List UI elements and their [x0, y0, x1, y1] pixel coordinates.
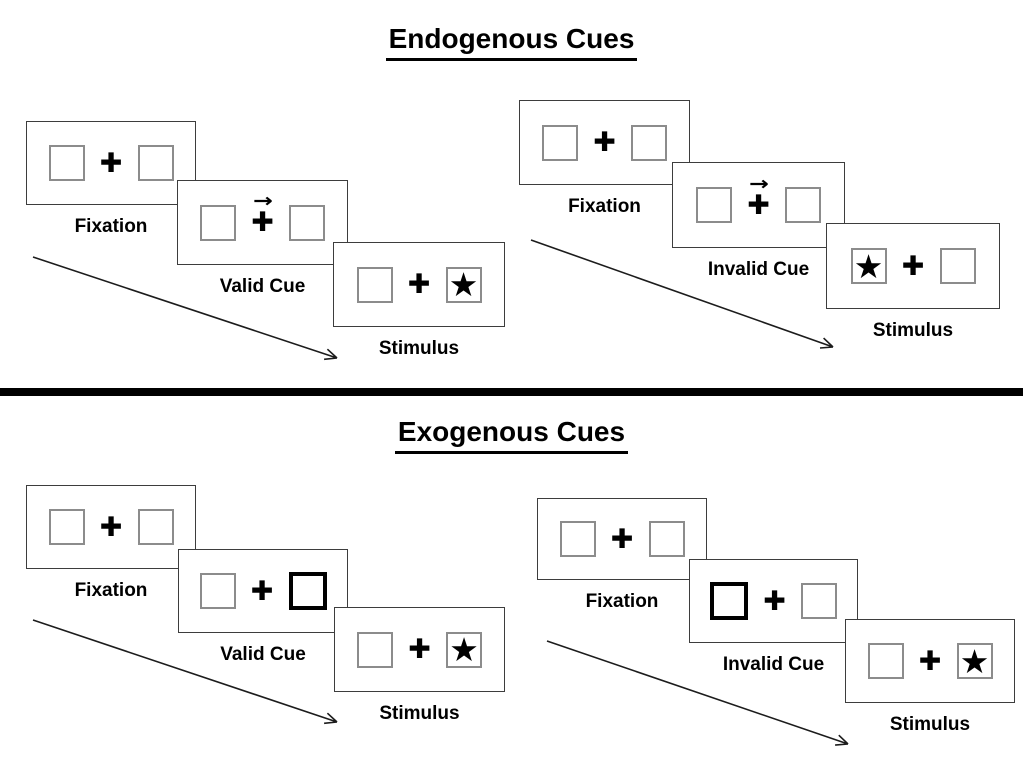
section-title-text: Exogenous Cues — [394, 416, 629, 454]
right-box star-icon: ★ — [445, 266, 482, 303]
panel-label: Invalid Cue — [722, 654, 825, 675]
panel-label: Valid Cue — [220, 644, 306, 665]
screen: → ✚ — [672, 162, 845, 248]
panel-label: Stimulus — [872, 320, 954, 341]
panel-label: Stimulus — [379, 703, 460, 724]
screen: ✚ — [689, 559, 858, 643]
panel-label: Fixation — [74, 216, 148, 237]
sequence-arrow-icon — [32, 256, 338, 361]
left-box — [357, 631, 393, 668]
panel-valid-cue: → ✚ Valid Cue — [177, 180, 348, 298]
fixation-cross-icon: ✚ — [251, 207, 274, 238]
screen: ✚ — [537, 498, 707, 580]
sequence-arrow-icon — [530, 239, 834, 349]
screen: ✚ — [178, 549, 348, 633]
right-box star-icon: ★ — [956, 643, 993, 679]
panel-label: Invalid Cue — [707, 259, 810, 280]
screen: ✚ ★ — [845, 619, 1015, 703]
center-symbol: ✚ — [917, 648, 944, 675]
center-symbol: ✚ — [98, 150, 125, 177]
left-box — [199, 573, 236, 609]
right-box — [289, 204, 325, 241]
fixation-cross-icon: ✚ — [250, 575, 274, 607]
right-box — [648, 521, 685, 557]
fixation-cross-icon: ✚ — [763, 585, 786, 617]
screen: → ✚ — [177, 180, 348, 265]
screen: ★ ✚ — [826, 223, 1000, 309]
left-box star-icon: ★ — [850, 248, 887, 284]
panel-label: Fixation — [585, 591, 659, 612]
fixation-cross-icon: ✚ — [99, 511, 123, 543]
section-divider — [0, 388, 1023, 396]
fixation-cross-icon: ✚ — [408, 634, 431, 665]
left-box — [356, 266, 393, 303]
center-symbol: ✚ — [609, 526, 636, 553]
panel-label: Fixation — [74, 580, 148, 601]
right-box star-icon: ★ — [446, 631, 482, 668]
left-box — [542, 124, 578, 161]
sequence-arrow-icon — [546, 640, 849, 746]
panel-valid-cue: ✚ Valid Cue — [178, 549, 348, 666]
fixation-cross-icon: ✚ — [593, 127, 616, 158]
panel-label: Stimulus — [378, 338, 460, 359]
right-box — [801, 583, 837, 619]
center-symbol: → ✚ — [249, 192, 276, 238]
fixation-cross-icon: ✚ — [610, 523, 634, 555]
screen: ✚ — [26, 121, 196, 205]
panel-fixation: ✚ Fixation — [537, 498, 707, 613]
left-box — [559, 521, 596, 557]
right-box — [631, 124, 667, 161]
cue-arrow-right-icon: → — [748, 172, 769, 195]
section-title-text: Endogenous Cues — [385, 23, 638, 61]
panel-label: Fixation — [568, 196, 641, 217]
screen: ✚ — [26, 485, 196, 569]
left-box — [48, 145, 85, 181]
fixation-cross-icon: ✚ — [901, 250, 925, 282]
fixation-cross-icon: ✚ — [747, 189, 770, 221]
panel-stimulus: ✚ ★ Stimulus — [333, 242, 505, 360]
left-box — [696, 187, 732, 223]
center-symbol: ✚ — [406, 271, 433, 298]
center-symbol: ✚ — [249, 578, 276, 605]
right-box highlighted-box — [288, 572, 327, 610]
section-title-endogenous: Endogenous Cues — [0, 23, 1023, 61]
right-box — [137, 145, 174, 181]
panel-stimulus: ✚ ★ Stimulus — [334, 607, 505, 725]
fixation-cross-icon: ✚ — [918, 645, 942, 677]
panel-stimulus: ★ ✚ Stimulus — [826, 223, 1000, 342]
center-symbol: → ✚ — [745, 174, 772, 221]
panel-label: Valid Cue — [219, 276, 306, 297]
center-symbol: ✚ — [900, 253, 927, 280]
panel-fixation: ✚ Fixation — [26, 485, 196, 602]
center-symbol: ✚ — [761, 588, 788, 615]
screen: ✚ ★ — [334, 607, 505, 692]
cue-arrow-right-icon: → — [252, 190, 273, 212]
panel-invalid-cue: → ✚ Invalid Cue — [672, 162, 845, 281]
panel-stimulus: ✚ ★ Stimulus — [845, 619, 1015, 736]
left-box highlighted-box — [710, 582, 748, 620]
center-symbol: ✚ — [98, 514, 125, 541]
right-box — [785, 187, 821, 223]
panel-invalid-cue: ✚ Invalid Cue — [689, 559, 858, 676]
panel-label: Stimulus — [889, 714, 971, 735]
section-title-exogenous: Exogenous Cues — [0, 416, 1023, 454]
fixation-cross-icon: ✚ — [99, 147, 123, 179]
screen: ✚ — [519, 100, 690, 185]
right-box — [137, 509, 174, 545]
left-box — [200, 204, 236, 241]
right-box — [939, 248, 976, 284]
panel-fixation: ✚ Fixation — [26, 121, 196, 238]
left-box — [48, 509, 85, 545]
left-box — [867, 643, 904, 679]
center-symbol: ✚ — [406, 636, 433, 663]
panel-fixation: ✚ Fixation — [519, 100, 690, 218]
sequence-arrow-icon — [32, 619, 338, 725]
fixation-cross-icon: ✚ — [407, 269, 431, 300]
screen: ✚ ★ — [333, 242, 505, 327]
center-symbol: ✚ — [591, 129, 618, 156]
